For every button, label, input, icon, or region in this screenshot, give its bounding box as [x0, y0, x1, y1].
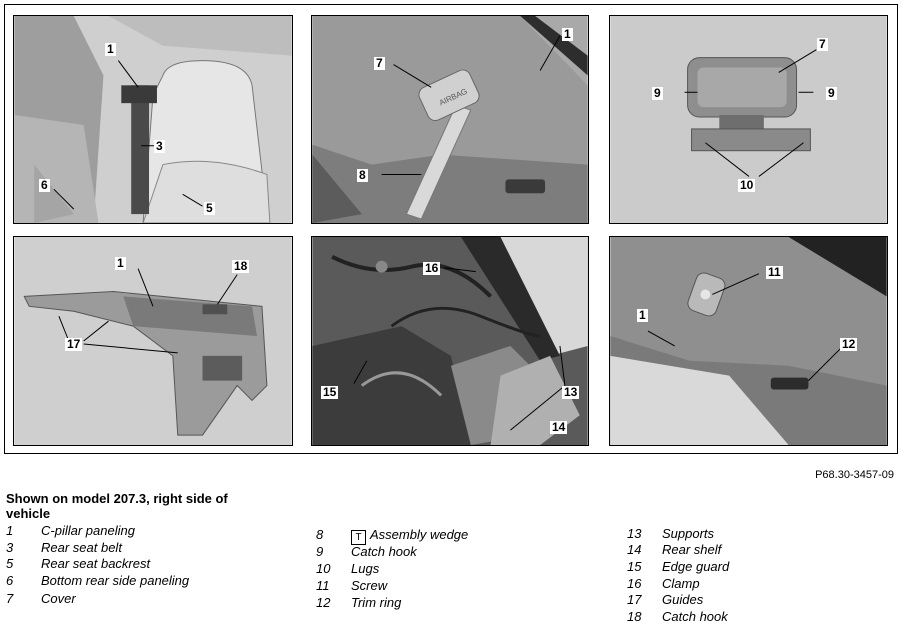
- callout-11: 11: [766, 265, 783, 279]
- callout-16: 16: [423, 261, 441, 275]
- callout-8: 8: [357, 168, 368, 182]
- callout-17: 17: [65, 337, 83, 351]
- photo-panel-trim-ring: 11 1 12: [609, 236, 888, 446]
- callout-1: 1: [637, 308, 648, 322]
- callout-7: 7: [374, 56, 385, 70]
- rear-seat-illustration: [14, 16, 292, 223]
- photo-panel-cover-detail: 7 9 9 10: [609, 15, 888, 224]
- callout-1: 1: [105, 42, 116, 56]
- photo-panel-removed-paneling: 1 18 17: [13, 236, 293, 446]
- callout-12: 12: [840, 337, 858, 351]
- callout-14: 14: [550, 420, 568, 434]
- removed-paneling-illustration: [14, 237, 292, 445]
- rear-shelf-illustration: [312, 237, 588, 445]
- photo-panel-rear-seat: 1 3 6 5: [13, 15, 293, 224]
- callout-6: 6: [39, 178, 50, 192]
- callout-9-right: 9: [826, 86, 837, 100]
- callout-18: 18: [232, 259, 250, 273]
- tool-icon: T: [351, 530, 366, 545]
- callout-3: 3: [154, 139, 165, 153]
- caption-title: Shown on model 207.3, right side of vehi…: [6, 491, 228, 521]
- figure-reference: P68.30-3457-09: [815, 469, 894, 481]
- callout-7: 7: [817, 37, 828, 51]
- photo-panel-rear-shelf: 16 15 13 14: [311, 236, 589, 446]
- callout-10: 10: [738, 178, 756, 192]
- assembly-wedge-illustration: AIRBAG: [312, 16, 588, 223]
- callout-5: 5: [204, 201, 215, 215]
- callout-1: 1: [115, 256, 126, 270]
- photo-panel-assembly-wedge: AIRBAG 7 8 1: [311, 15, 589, 224]
- callout-1: 1: [562, 27, 573, 41]
- callout-13: 13: [562, 385, 580, 399]
- callout-15: 15: [321, 385, 339, 399]
- callout-9-left: 9: [652, 86, 663, 100]
